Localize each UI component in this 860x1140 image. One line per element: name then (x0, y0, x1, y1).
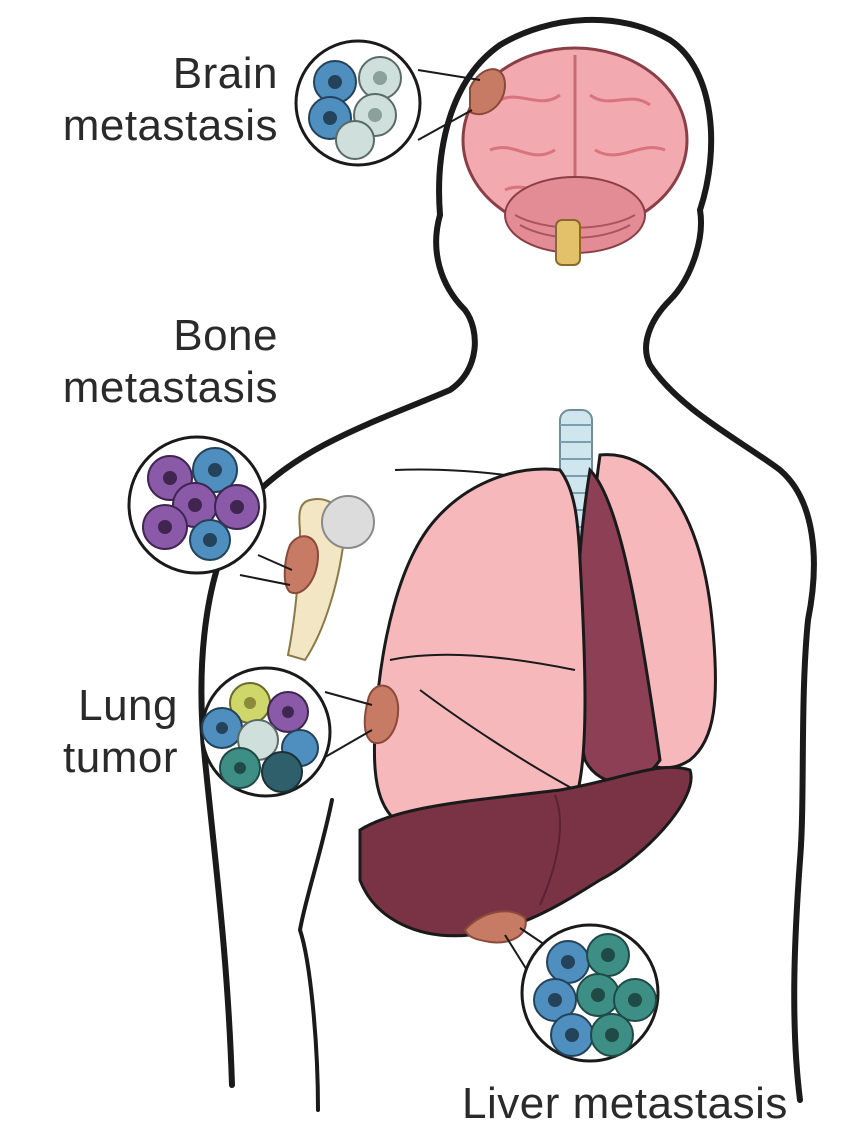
humerus-bone (285, 496, 374, 660)
brain (463, 48, 687, 265)
lung-label: Lung tumor (0, 680, 178, 784)
brain-label-line2: metastasis (0, 100, 278, 152)
bone-label-line1: Bone (0, 310, 278, 362)
brain-label-line1: Brain (0, 48, 278, 100)
brain-label: Brain metastasis (0, 48, 278, 152)
liver-label: Liver metastasis (462, 1078, 858, 1130)
bone-label-line2: metastasis (0, 362, 278, 414)
lung-cells-magnifier-icon (202, 668, 372, 796)
liver-cells-magnifier-icon (505, 925, 658, 1061)
liver-label-text: Liver metastasis (462, 1078, 858, 1130)
bone-label: Bone metastasis (0, 310, 278, 414)
lung-label-line1: Lung (0, 680, 178, 732)
bone-cells-magnifier-icon (129, 437, 292, 585)
lung-label-line2: tumor (0, 732, 178, 784)
inner-arm-line (300, 800, 332, 1110)
